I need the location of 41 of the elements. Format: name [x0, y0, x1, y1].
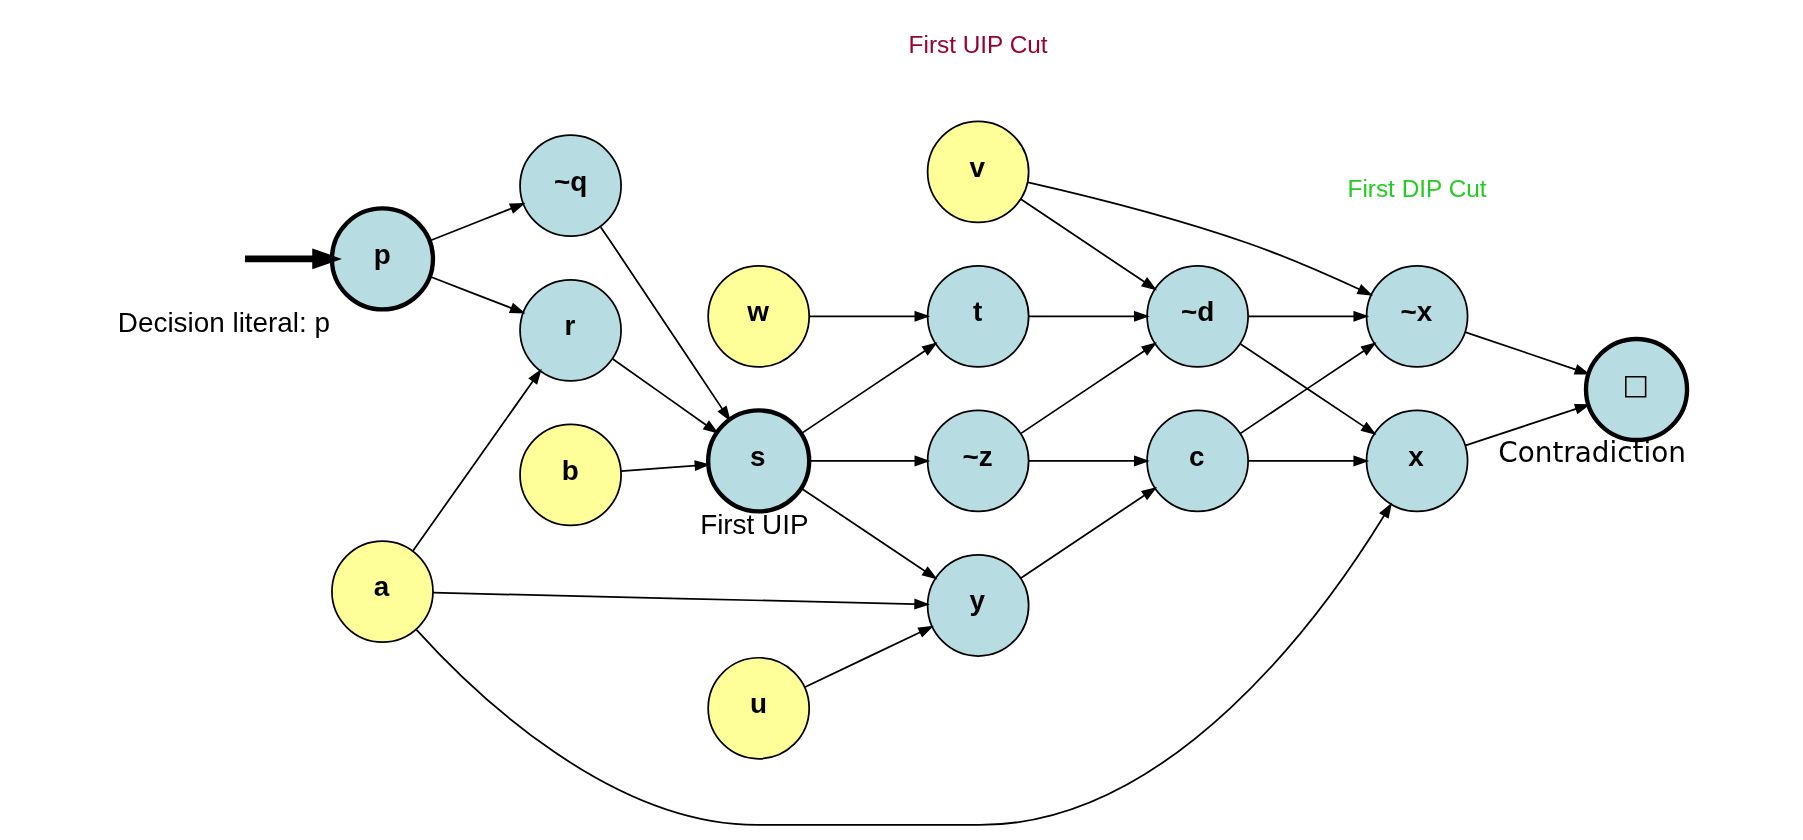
arrow: [1027, 181, 1374, 296]
arrow: [1464, 403, 1591, 447]
node-circle: r: [519, 278, 622, 382]
node-circle: v: [926, 120, 1030, 224]
arrow: [800, 342, 938, 435]
node-circle: t: [926, 265, 1030, 368]
node-label: Decision literal: p: [117, 306, 331, 338]
node-circle: a: [331, 540, 434, 643]
node-circle: w: [707, 265, 811, 368]
arrow: [808, 455, 931, 467]
node-circle: ~z: [926, 409, 1030, 513]
arrow: [1020, 486, 1158, 579]
node-circle: c: [1146, 409, 1249, 513]
arrow: [432, 591, 930, 610]
node-circle: s: [706, 408, 812, 514]
label: First DIP Cut: [1347, 175, 1487, 203]
arrow: [1020, 342, 1158, 435]
arrow: [412, 368, 542, 552]
node-circle: p: [329, 206, 436, 312]
arrow: [611, 358, 719, 434]
label: First UIP Cut: [908, 30, 1048, 58]
arrow: [244, 248, 342, 270]
node-circle: ~x: [1365, 265, 1469, 368]
node-circle: y: [926, 554, 1030, 657]
arrow: [1247, 310, 1370, 322]
node-circle: x: [1365, 409, 1469, 513]
arrow: [1247, 455, 1370, 467]
arrow: [1020, 198, 1158, 291]
arrow: [428, 275, 526, 314]
arrow: [599, 226, 731, 422]
node-circle: b: [519, 423, 622, 527]
arrow: [415, 502, 1393, 826]
node-circle: ~q: [519, 134, 622, 238]
arrow: [800, 487, 938, 580]
node-circle: u: [707, 656, 811, 760]
arrow: [808, 310, 931, 322]
arrow: [428, 202, 526, 242]
node-circle: ~d: [1146, 265, 1249, 368]
arrow: [1028, 310, 1150, 322]
arrow: [1028, 455, 1150, 467]
arrow: [803, 625, 934, 689]
